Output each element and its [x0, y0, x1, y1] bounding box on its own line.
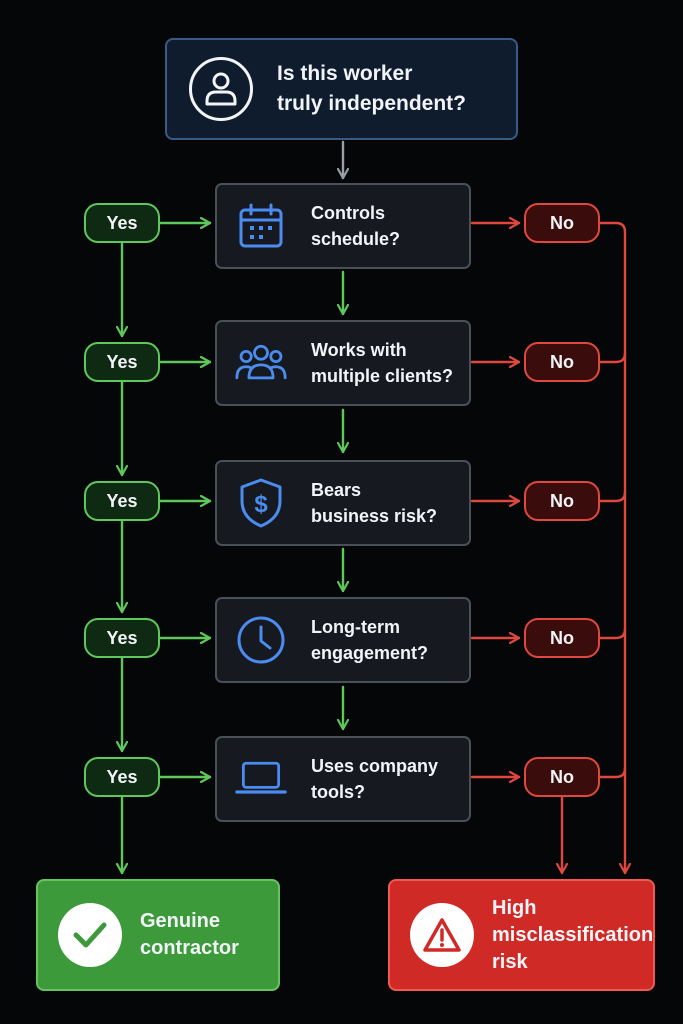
no-join-5 [598, 766, 627, 779]
no-label-5: No [524, 757, 600, 797]
shield-dollar-icon: $ [235, 477, 287, 529]
question-line2: business risk? [311, 506, 438, 526]
user-icon [189, 57, 253, 121]
question-line1: Works with [311, 340, 407, 360]
no-join-3 [598, 490, 627, 503]
question-text: Long-term engagement? [311, 614, 469, 666]
outcome-text: High misclassification risk [492, 895, 653, 976]
outcome-genuine-contractor: Genuine contractor [36, 879, 280, 991]
laptop-icon [235, 753, 287, 805]
clock-icon [235, 614, 287, 666]
question-node-multiple-clients: Works with multiple clients? [215, 320, 471, 406]
outcome-line2: contractor [140, 937, 239, 959]
no-join-2 [598, 351, 627, 364]
question-node-schedule: Controls schedule? [215, 183, 471, 269]
no-label-4: No [524, 618, 600, 658]
outcome-line1: High [492, 896, 537, 919]
people-icon [235, 337, 287, 389]
question-line1: Long-term [311, 617, 400, 637]
question-line1: Uses company [311, 756, 439, 776]
question-node-company-tools: Uses company tools? [215, 736, 471, 822]
no-label-3: No [524, 481, 600, 521]
outcome-text: Genuine contractor [140, 908, 239, 962]
yes-label-3: Yes [84, 481, 160, 521]
yes-label-2: Yes [84, 342, 160, 382]
outcome-line3: risk [492, 950, 528, 973]
question-line2: multiple clients? [311, 366, 454, 386]
yes-label-1: Yes [84, 203, 160, 243]
question-text: Controls schedule? [311, 200, 469, 252]
outcome-high-risk: High misclassification risk [388, 879, 655, 991]
yes-label-4: Yes [84, 618, 160, 658]
question-node-business-risk: $ Bears business risk? [215, 460, 471, 546]
question-node-long-term: Long-term engagement? [215, 597, 471, 683]
question-text: Bears business risk? [311, 477, 469, 529]
start-node: Is this worker truly independent? [165, 38, 518, 140]
svg-text:$: $ [254, 491, 268, 518]
question-text: Works with multiple clients? [311, 337, 469, 389]
question-line2: tools? [311, 782, 365, 802]
no-label-2: No [524, 342, 600, 382]
question-line2: engagement? [311, 643, 429, 663]
warning-icon [410, 903, 474, 967]
question-line1: Bears [311, 480, 362, 500]
checkmark-icon [58, 903, 122, 967]
yes-label-5: Yes [84, 757, 160, 797]
outcome-line2: misclassification [492, 923, 654, 946]
start-question-line2: truly independent? [277, 92, 466, 115]
no-collector-line [598, 221, 625, 875]
start-question: Is this worker truly independent? [277, 59, 497, 119]
question-line1: Controls [311, 203, 385, 223]
calendar-icon [235, 200, 287, 252]
no-label-1: No [524, 203, 600, 243]
no-join-4 [598, 627, 627, 640]
question-line2: schedule? [311, 229, 401, 249]
start-question-line1: Is this worker [277, 62, 413, 85]
question-text: Uses company tools? [311, 753, 469, 805]
outcome-line1: Genuine [140, 910, 221, 932]
